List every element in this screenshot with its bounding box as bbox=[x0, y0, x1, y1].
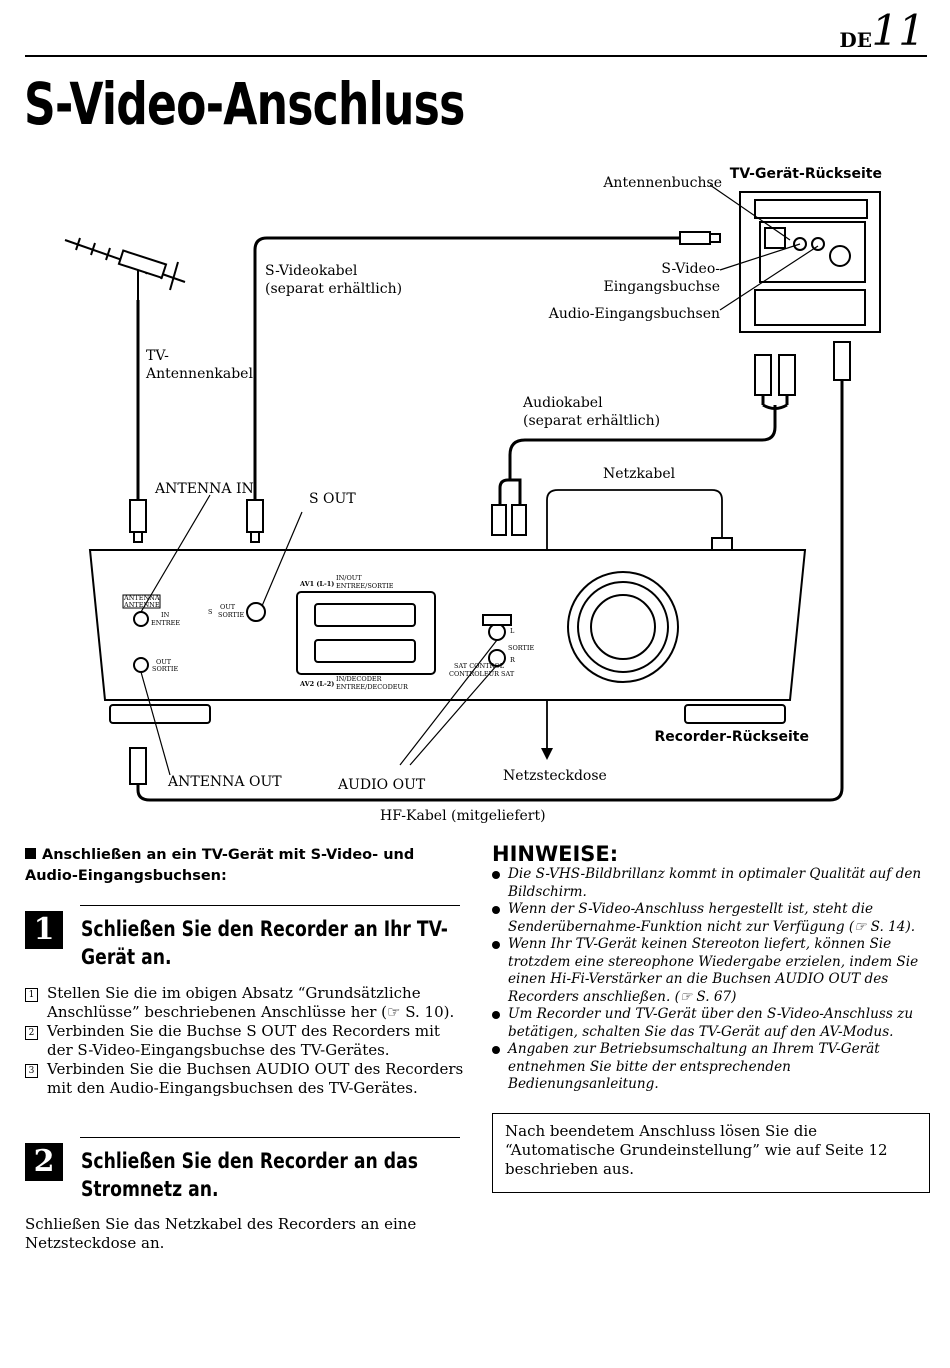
panel-out-2: SORTIE bbox=[152, 665, 178, 673]
bullet-dot-icon bbox=[492, 906, 500, 914]
substep-2-number: 2 bbox=[25, 1026, 38, 1040]
outlet-label: Netzsteckdose bbox=[503, 768, 607, 784]
intro-text: Anschließen an ein TV-Gerät mit S-Video-… bbox=[25, 847, 415, 885]
step-2-rule bbox=[80, 1137, 460, 1138]
antenna-jack-label: Antennenbuchse bbox=[602, 175, 722, 191]
step-1-number: 1 bbox=[25, 911, 63, 949]
panel-s: S bbox=[208, 608, 212, 616]
s-out-label: S OUT bbox=[309, 491, 356, 507]
note-item: Die S-VHS-Bildbrillanz kommt in optimale… bbox=[492, 866, 930, 901]
panel-s-out-2: SORTIE bbox=[218, 611, 244, 619]
svideo-input-label-1: S-Video- bbox=[661, 261, 720, 277]
substep-1: 1 Stellen Sie die im obigen Absatz “Grund… bbox=[25, 984, 465, 1022]
note-item: Wenn Ihr TV-Gerät keinen Stereoton liefe… bbox=[492, 936, 930, 1006]
note-item: Wenn der S-Video-Anschluss hergestellt i… bbox=[492, 901, 930, 936]
notes-title: HINWEISE: bbox=[492, 842, 619, 866]
substep-3-text: Verbinden Sie die Buchsen AUDIO OUT des … bbox=[47, 1060, 464, 1097]
audio-cable-label: Audiokabel bbox=[522, 395, 603, 411]
panel-av1-desc-1: IN/OUT bbox=[336, 574, 362, 582]
bullet-dot-icon bbox=[492, 1011, 500, 1019]
svideo-cable-note: (separat erhältlich) bbox=[265, 281, 402, 297]
connection-diagram: TV-Gerät-Rückseite Antennenbuchse S-Vide… bbox=[64, 166, 882, 824]
svideo-input-label-2: Eingangsbuchse bbox=[604, 279, 721, 295]
language-code: DE bbox=[839, 28, 872, 52]
bullet-dot-icon bbox=[492, 871, 500, 879]
note-item: Um Recorder und TV-Gerät über den S-Vide… bbox=[492, 1006, 930, 1041]
panel-in-1: IN bbox=[161, 611, 170, 619]
substep-2-text: Verbinden Sie die Buchse S OUT des Recor… bbox=[47, 1022, 440, 1059]
panel-av2-desc-1: IN/DECODER bbox=[336, 675, 383, 683]
panel-in-2: ENTREE bbox=[151, 619, 180, 627]
step-2-heading: Schließen Sie den Recorder an das Stromn… bbox=[81, 1149, 418, 1202]
step-1-substeps: 1 Stellen Sie die im obigen Absatz “Grund… bbox=[25, 984, 465, 1098]
page-title: S-Video-Anschluss bbox=[24, 70, 465, 138]
header-rule bbox=[25, 55, 927, 57]
panel-sat-1: SAT CONTROL bbox=[454, 662, 505, 670]
substep-3: 3 Verbinden Sie die Buchsen AUDIO OUT des… bbox=[25, 1060, 465, 1098]
panel-out-1: OUT bbox=[156, 658, 172, 666]
substep-3-number: 3 bbox=[25, 1064, 38, 1078]
panel-s-out-1: OUT bbox=[220, 603, 236, 611]
svideo-cable-label: S-Videokabel bbox=[265, 263, 358, 279]
panel-av2-desc-2: ENTREE/DECODEUR bbox=[336, 683, 409, 691]
substep-1-number: 1 bbox=[25, 988, 38, 1002]
page-number: 11 bbox=[871, 6, 925, 55]
audio-inputs-label: Audio-Eingangsbuchsen bbox=[548, 306, 720, 322]
panel-av2: AV2 (L-2) bbox=[299, 680, 334, 688]
power-cable-label: Netzkabel bbox=[603, 466, 676, 482]
tv-antenna-cable-label-1: TV- bbox=[146, 348, 169, 364]
substep-2: 2 Verbinden Sie die Buchse S OUT des Reco… bbox=[25, 1022, 465, 1060]
panel-sat-2: CONTROLEUR SAT bbox=[449, 670, 515, 678]
intro-bullet: Anschließen an ein TV-Gerät mit S-Video-… bbox=[25, 845, 465, 887]
step-2-number: 2 bbox=[25, 1143, 63, 1181]
rf-cable-label: HF-Kabel (mitgeliefert) bbox=[380, 808, 546, 824]
notes-list: Die S-VHS-Bildbrillanz kommt in optimale… bbox=[492, 866, 930, 1094]
audio-cable-note: (separat erhältlich) bbox=[523, 413, 660, 429]
panel-antenna-1: ANTENNA bbox=[123, 594, 160, 602]
tv-rear-label: TV-Gerät-Rückseite bbox=[730, 166, 882, 182]
panel-audio-l: L bbox=[510, 627, 515, 635]
info-box: Nach beendetem Anschluss lösen Sie die “… bbox=[492, 1113, 930, 1193]
note-item: Angaben zur Betriebsumschaltung an Ihrem… bbox=[492, 1041, 930, 1094]
panel-audio-sortie: SORTIE bbox=[508, 644, 534, 652]
recorder-rear-label: Recorder-Rückseite bbox=[655, 729, 810, 745]
step-1-heading: Schließen Sie den Recorder an Ihr TV-Ger… bbox=[81, 917, 448, 970]
step-1-rule bbox=[80, 905, 460, 906]
panel-av1-desc-2: ENTREE/SORTIE bbox=[336, 582, 394, 590]
panel-audio-r: R bbox=[510, 656, 516, 664]
panel-antenna-2: ANTENNE bbox=[123, 601, 160, 609]
substep-1-text: Stellen Sie die im obigen Absatz “Grunds… bbox=[47, 984, 455, 1021]
audio-out-label: AUDIO OUT bbox=[337, 777, 426, 793]
antenna-in-label: ANTENNA IN bbox=[154, 481, 254, 497]
bullet-dot-icon bbox=[492, 1046, 500, 1054]
bullet-dot-icon bbox=[492, 941, 500, 949]
antenna-out-label: ANTENNA OUT bbox=[167, 774, 282, 790]
step-2-text: Schließen Sie das Netzkabel des Recorder… bbox=[25, 1215, 417, 1252]
square-bullet-icon bbox=[25, 848, 36, 859]
panel-av1: AV1 (L-1) bbox=[299, 580, 334, 588]
tv-antenna-cable-label-2: Antennenkabel bbox=[145, 366, 253, 382]
